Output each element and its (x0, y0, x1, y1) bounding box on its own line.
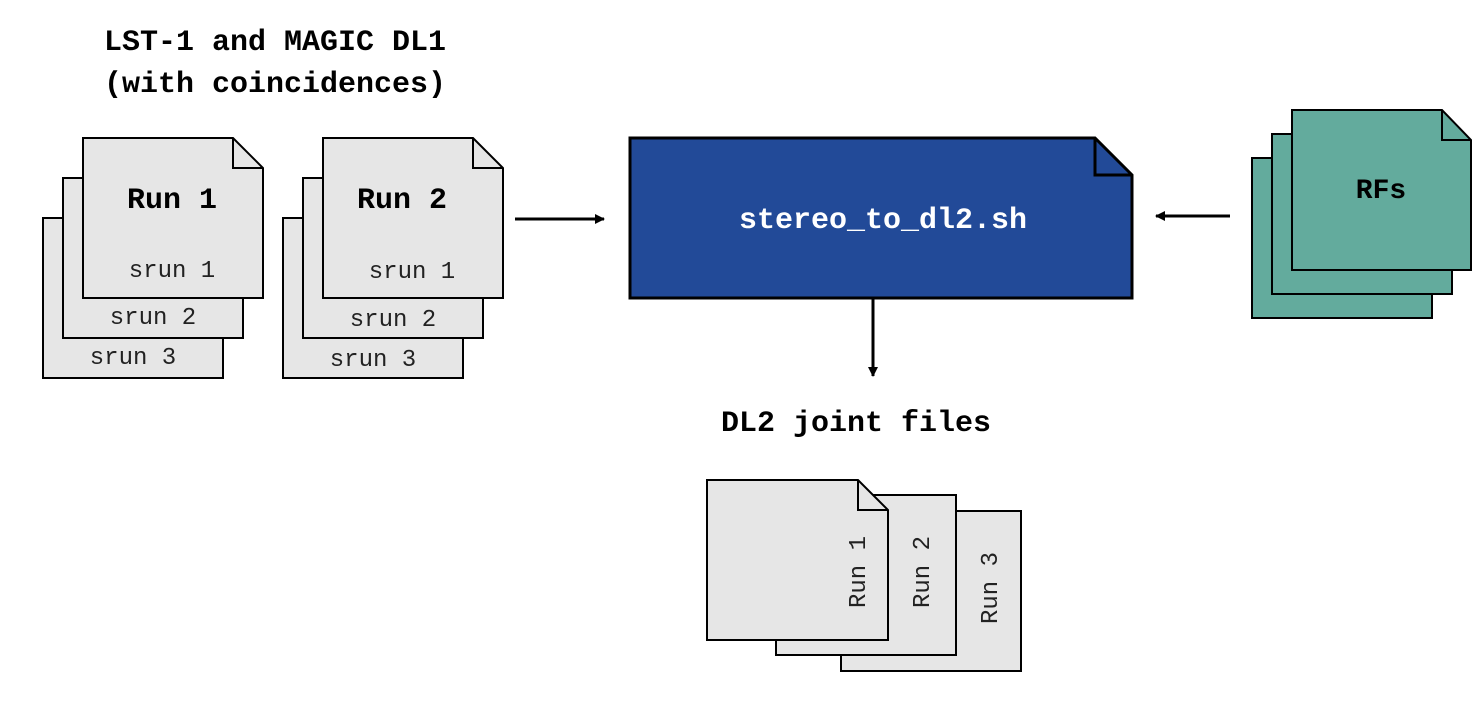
run1-document-stack: Run 1 srun 1 srun 2 srun 3 (42, 137, 264, 379)
output-document-stack: Run 1 Run 2 Run 3 (706, 479, 1022, 672)
run1-label: Run 1 (127, 184, 217, 218)
models-document-stack: RFs (1251, 109, 1472, 319)
script-label: stereo_to_dl2.sh (739, 204, 1027, 238)
run2-front-sheet (322, 137, 504, 299)
output-dogear (857, 480, 888, 511)
run1-dogear (232, 138, 263, 169)
models-front-sheet (1291, 109, 1472, 271)
output-title: DL2 joint files (721, 407, 991, 441)
run1-subrun3-label: srun 3 (90, 345, 176, 372)
output-file3-label: Run 3 (978, 552, 1005, 624)
run2-subrun1-label: srun 1 (369, 259, 455, 286)
run2-document-stack: Run 2 srun 1 srun 2 srun 3 (282, 137, 504, 379)
script-sheet (628, 136, 1134, 300)
run2-label: Run 2 (357, 184, 447, 218)
run2-subrun3-label: srun 3 (330, 347, 416, 374)
run1-front-sheet (82, 137, 264, 299)
models-dogear (1441, 110, 1471, 141)
run2-subrun2-label: srun 2 (350, 307, 436, 334)
models-label: RFs (1356, 176, 1406, 207)
output-file1-sheet (706, 479, 889, 641)
script-dogear (1093, 138, 1132, 177)
script-box: stereo_to_dl2.sh (628, 136, 1134, 300)
input-title-line2: (with coincidences) (104, 68, 446, 102)
output-file1-label: Run 1 (846, 536, 873, 608)
input-title-line1: LST-1 and MAGIC DL1 (104, 26, 446, 60)
run1-subrun2-label: srun 2 (110, 305, 196, 332)
run1-subrun1-label: srun 1 (129, 258, 215, 285)
run2-dogear (472, 138, 503, 169)
output-file2-label: Run 2 (910, 536, 937, 608)
